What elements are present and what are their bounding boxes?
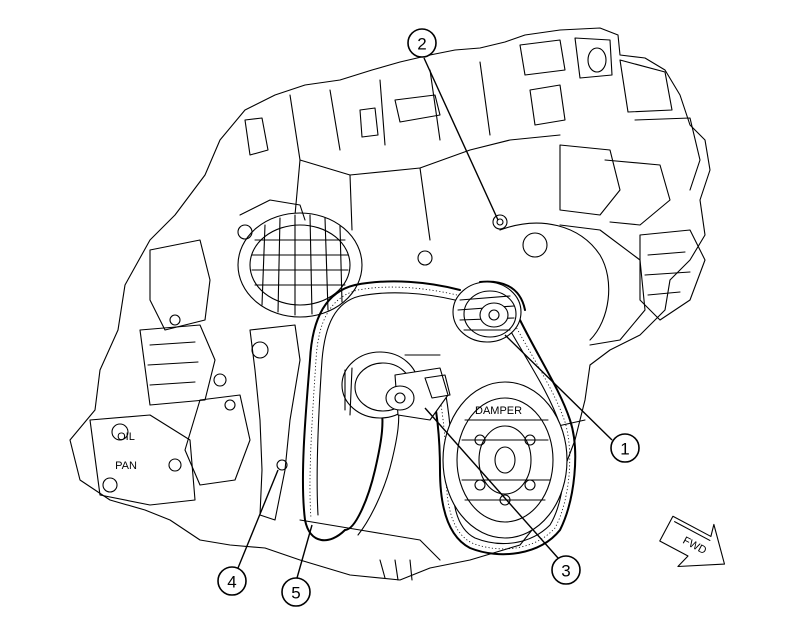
- forward-arrow-icon: FWD: [659, 515, 726, 568]
- callout-4-number: 4: [227, 573, 236, 592]
- callout-5-number: 5: [291, 584, 300, 603]
- leader-2: [423, 57, 499, 221]
- leader-1: [504, 334, 613, 441]
- leader-5: [296, 524, 313, 579]
- idler-pulley: [452, 281, 522, 343]
- callout-1: 1: [610, 433, 640, 463]
- leader-3: [424, 407, 559, 559]
- callout-3-number: 3: [561, 562, 570, 581]
- alternator: [237, 199, 363, 318]
- damper-label: DAMPER: [475, 405, 522, 417]
- leader-4: [237, 469, 279, 569]
- callout-3: 3: [551, 555, 581, 585]
- damper-pulley: [442, 381, 568, 539]
- callout-2-number: 2: [417, 35, 426, 54]
- oil-pan-label-line1: OIL: [117, 431, 135, 443]
- tensioner-pulley: [341, 351, 451, 421]
- engine-block: [69, 27, 711, 581]
- callout-1-number: 1: [620, 440, 629, 459]
- callout-5: 5: [281, 577, 311, 607]
- callout-2: 2: [407, 28, 437, 58]
- callout-4: 4: [217, 566, 247, 596]
- oil-pan-label-line2: PAN: [115, 460, 137, 472]
